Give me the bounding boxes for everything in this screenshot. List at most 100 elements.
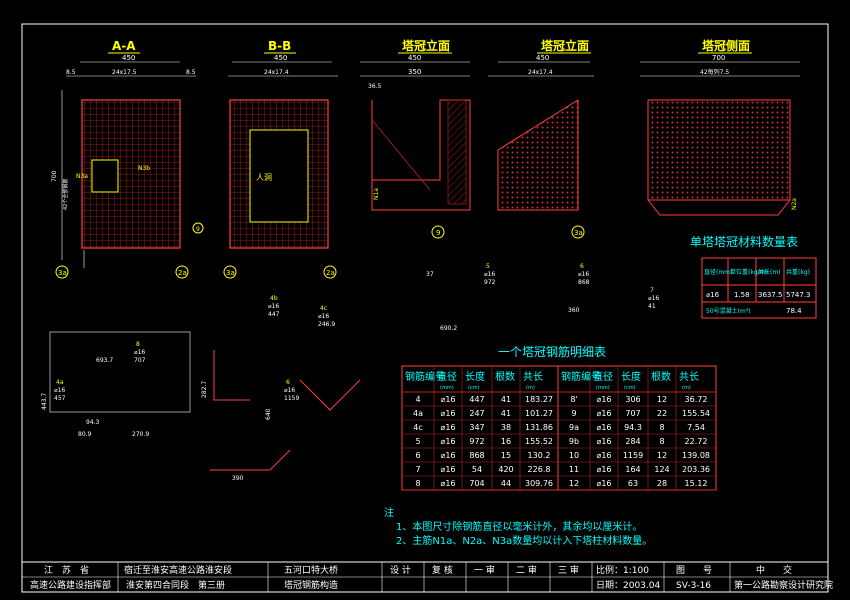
- rebar-cell: 9a: [569, 423, 579, 432]
- rebar-cell: 130.2: [528, 451, 551, 460]
- tb-proj-1: 宿迁至淮安高速公路淮安段: [124, 564, 232, 576]
- view-title-elev2: 塔冠立面: [541, 38, 589, 53]
- rebar-cell: 28: [657, 479, 667, 488]
- rebar-cell: 420: [498, 465, 513, 474]
- bar-7-num: 7: [650, 287, 654, 294]
- rebar-cell: ⌀16: [597, 423, 612, 432]
- sketch-dim-7: 690.2: [440, 325, 457, 332]
- tb-drawing-1: 五河口特大桥: [284, 564, 338, 576]
- mat-r-0: ⌀16: [706, 291, 720, 299]
- rebar-cell: 306: [625, 395, 640, 404]
- bar-2-num: 4c: [320, 305, 327, 312]
- bar-callout-2: 4c ⌀16 246.9: [318, 305, 335, 328]
- rebar-cell: 8': [570, 395, 577, 404]
- rebar-cell: 447: [469, 395, 484, 404]
- rebar-cell: 41: [501, 409, 511, 418]
- rebar-cell: ⌀16: [441, 409, 456, 418]
- bar-5-len: 868: [578, 279, 590, 286]
- tb-inst-1: 中 交: [756, 564, 792, 576]
- bar-callout-3: 8 ⌀16 707: [134, 341, 146, 364]
- sketch-dim-5: 443.7: [41, 393, 48, 410]
- rebar-header-3: 根数: [495, 370, 515, 383]
- tb-org-1: 江 苏 省: [44, 564, 89, 576]
- mat-r-1: 1.58: [734, 291, 750, 299]
- rebar-cell: ⌀16: [441, 395, 456, 404]
- svg-text:9: 9: [436, 229, 440, 237]
- tb-fig-label: 图 号: [676, 565, 712, 576]
- dim-side-sub: 42每列7.5: [700, 68, 729, 76]
- rebar-cell: 155.54: [682, 409, 710, 418]
- bar-1-len: 457: [54, 395, 66, 402]
- rebar-cell: ⌀16: [597, 479, 612, 488]
- rebar-cell: ⌀16: [441, 423, 456, 432]
- tb-sign-4: 三 审: [558, 564, 579, 576]
- rebar-cell: 4c: [413, 423, 423, 432]
- rebar-cell: 22: [657, 409, 667, 418]
- rebar-cell: 12: [657, 451, 667, 460]
- view-title-side: 塔冠侧面: [702, 38, 750, 53]
- bar-3-num: 8: [136, 341, 140, 348]
- sketch-dim-6: 282.7: [201, 381, 208, 398]
- rebar-header-6: 直径: [593, 370, 613, 383]
- bar-5-num: 6: [580, 263, 584, 270]
- sketch-dim-9: 360: [568, 307, 580, 314]
- label-manhole: 人洞: [256, 172, 272, 182]
- rebar-cell: ⌀16: [441, 465, 456, 474]
- bar-4-len: 972: [484, 279, 496, 286]
- tb-inst-2: 第一公路勘察设计研究院: [734, 579, 833, 591]
- bar-callout-1: 4a ⌀16 457: [54, 379, 66, 402]
- mat-h-0: 直径(mm): [704, 268, 732, 276]
- svg-text:3a: 3a: [226, 269, 235, 277]
- rebar-cell: ⌀16: [441, 437, 456, 446]
- label-n3a: N3a: [76, 173, 88, 180]
- rebar-header-8: 根数: [651, 370, 671, 383]
- bar-callout-5: 6 ⌀16 868: [578, 263, 590, 286]
- bar-6-num: 6: [286, 379, 290, 386]
- bar-callout-7: 7 ⌀16 41: [648, 287, 659, 310]
- rebar-cell: 6: [415, 451, 420, 460]
- tb-org-2: 高速公路建设指挥部: [30, 579, 111, 591]
- rebar-header-5: 钢筋编号: [561, 370, 601, 383]
- bar-5-dia: ⌀16: [578, 271, 589, 278]
- rebar-cell: 972: [469, 437, 484, 446]
- svg-text:9: 9: [196, 226, 200, 233]
- svg-text:3a: 3a: [58, 269, 67, 277]
- sketch-dim-10: 640: [265, 408, 272, 420]
- dim-bb-sub: 24x17.4: [264, 69, 289, 76]
- sketch-dim-11: 37: [426, 271, 434, 278]
- rebar-cell: 11: [569, 465, 579, 474]
- note-1: 1、本图尺寸除钢筋直径以毫米计外，其余均以厘米计。: [396, 520, 642, 533]
- rebar-cell: 94.3: [624, 423, 642, 432]
- tb-sign-0: 设 计: [390, 564, 411, 576]
- section-aa: 450 8.5 24x17.5 8.5 N3a N3b 700 42个全部钢筋 …: [51, 54, 204, 279]
- rebar-cell: 139.08: [682, 451, 710, 460]
- rebar-cell: ⌀16: [597, 395, 612, 404]
- bar-sketches: 693.7 443.7 94.3 80.9 270.9 282.7 690.2 …: [41, 271, 580, 482]
- note-2: 2、主筋N1a、N2a、N3a数量均以计入下塔柱材料数量。: [396, 534, 652, 547]
- tb-sign-2: 一 审: [474, 564, 495, 576]
- rebar-cell: 15: [501, 451, 511, 460]
- svg-text:3a: 3a: [574, 229, 583, 237]
- material-table: 单塔塔冠材料数量表 直径(mm) 单位重(kg/m) 共长(m) 共重(kg) …: [690, 234, 817, 319]
- rebar-cell: 16: [501, 437, 511, 446]
- dim-left-label: 42个全部钢筋: [62, 179, 69, 210]
- view-headings: A-A B-B 塔冠立面 塔冠立面 塔冠侧面: [108, 38, 752, 54]
- dim-aa-left: 8.5: [66, 69, 76, 76]
- rebar-cell: 203.36: [682, 465, 710, 474]
- rebar-cell: 36.72: [685, 395, 708, 404]
- rebar-cell: 7: [415, 465, 420, 474]
- rebar-cell: 8: [659, 423, 664, 432]
- rebar-cell: 124: [654, 465, 669, 474]
- rebar-cell: 284: [625, 437, 640, 446]
- label-n3b: N3b: [138, 165, 150, 172]
- dim-aa-right: 8.5: [186, 69, 196, 76]
- bar-2-len: 246.9: [318, 321, 335, 328]
- dim-e2-b: 24x17.4: [528, 69, 553, 76]
- bar-1-dia: ⌀16: [54, 387, 65, 394]
- bar-7-len: 41: [648, 303, 656, 310]
- dim-e1-c: 36.5: [368, 83, 382, 90]
- rebar-cell: 15.12: [685, 479, 708, 488]
- view-title-elev1: 塔冠立面: [402, 38, 450, 53]
- bar-callout-4: 5 ⌀16 972: [484, 263, 496, 286]
- svg-text:2a: 2a: [326, 269, 335, 277]
